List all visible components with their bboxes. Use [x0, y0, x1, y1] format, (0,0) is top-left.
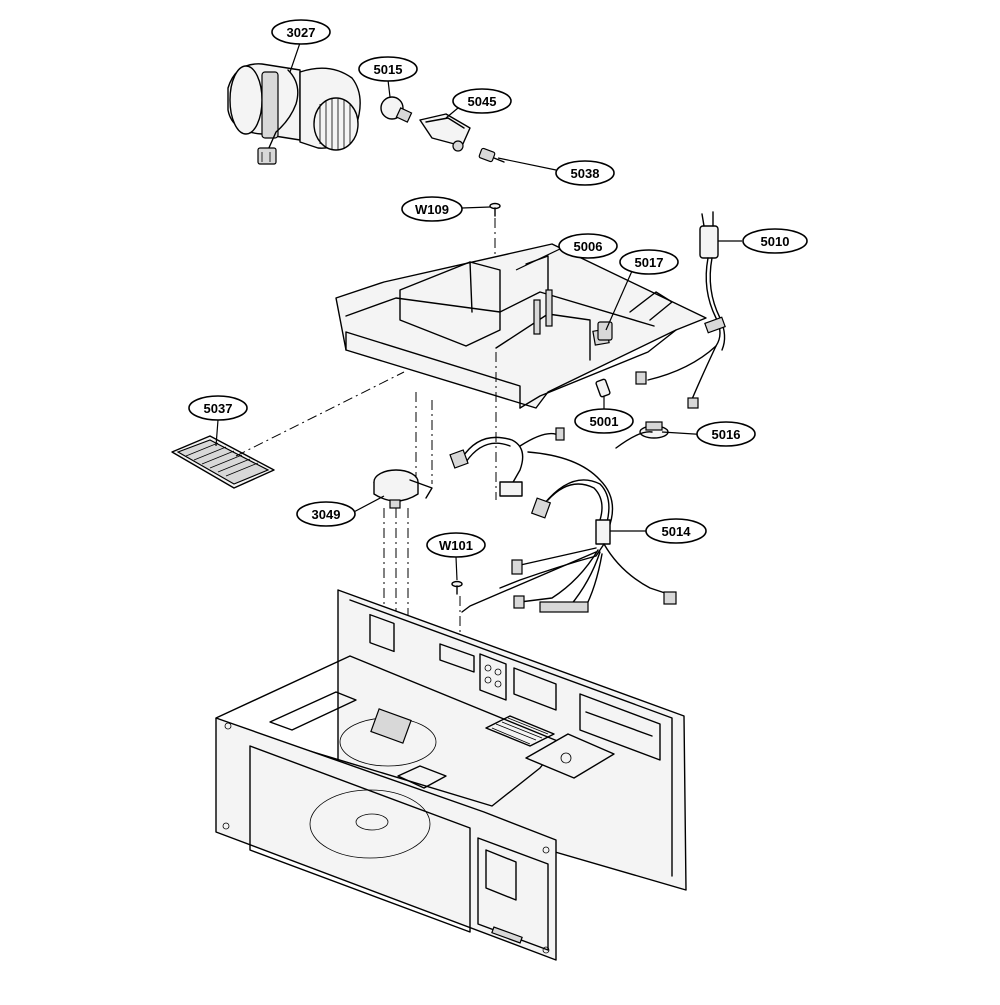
part-W101-screw: [451, 580, 463, 595]
cavity-assembly: [215, 589, 687, 961]
part-5015-lamp-bulb: [380, 96, 413, 123]
callout-3049: 3049: [296, 501, 356, 527]
callout-label: 5006: [574, 239, 603, 254]
callout-5017: 5017: [619, 249, 679, 275]
callout-5038: 5038: [555, 160, 615, 186]
part-3049-stirrer-motor: [373, 469, 433, 509]
callout-W109: W109: [401, 196, 463, 222]
callout-label: 5016: [712, 427, 741, 442]
callout-5015: 5015: [358, 56, 418, 82]
part-5006-base-plate: [335, 243, 707, 409]
callout-label: 5038: [571, 166, 600, 181]
callout-5045: 5045: [452, 88, 512, 114]
part-5010-power-cord: [635, 211, 726, 409]
part-5001-fuse: [595, 378, 611, 398]
alignment-line-filter: [235, 371, 405, 457]
part-5016-thermostat: [639, 421, 669, 439]
callout-5037: 5037: [188, 395, 248, 421]
callout-label: 5001: [590, 414, 619, 429]
callout-5010: 5010: [742, 228, 808, 254]
part-5014-wire-harness: [449, 427, 677, 613]
callout-label: 5045: [468, 94, 497, 109]
callout-label: 5010: [761, 234, 790, 249]
part-3027-blower-motor: [227, 63, 361, 165]
callout-3027: 3027: [271, 19, 331, 45]
callout-label: 5015: [374, 62, 403, 77]
callout-label: 5014: [662, 524, 692, 539]
callout-5016: 5016: [696, 421, 756, 447]
part-5017-switch: [597, 321, 613, 341]
part-5038-connector: [478, 147, 505, 163]
leader-lines: [215, 39, 742, 581]
callout-5006: 5006: [558, 233, 618, 259]
callout-W101: W101: [426, 532, 486, 558]
part-5045-lamp-socket: [419, 113, 471, 152]
callout-5001: 5001: [574, 408, 634, 434]
callout-label: 5037: [204, 401, 233, 416]
callout-label: 5017: [635, 255, 664, 270]
callout-label: W101: [439, 538, 473, 553]
callout-5014: 5014: [645, 518, 707, 544]
part-W109-screw: [489, 202, 501, 217]
callout-label: 3049: [312, 507, 341, 522]
callout-label: W109: [415, 202, 449, 217]
part-5037-filter: [171, 435, 275, 489]
callout-label: 3027: [287, 25, 316, 40]
